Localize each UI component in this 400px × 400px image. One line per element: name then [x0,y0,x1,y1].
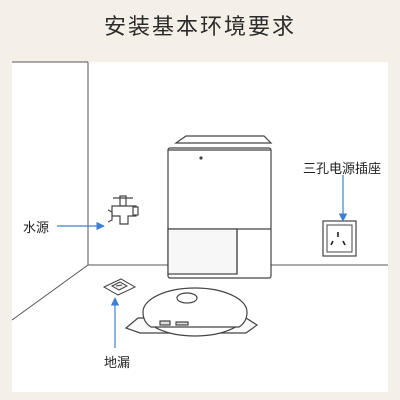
three-hole-socket-icon [322,220,357,257]
water-source-label: 水源 [23,221,50,236]
robot-vacuum [142,287,248,337]
floor-drain-icon [102,278,137,296]
floor-left-line [11,264,89,321]
faucet-icon [107,195,139,225]
socket-label: 三孔电源插座 [303,162,382,177]
page-title: 安装基本环境要求 [103,15,296,40]
floor-drain-label: 地漏 [104,356,131,371]
callout-arrows [57,175,348,348]
